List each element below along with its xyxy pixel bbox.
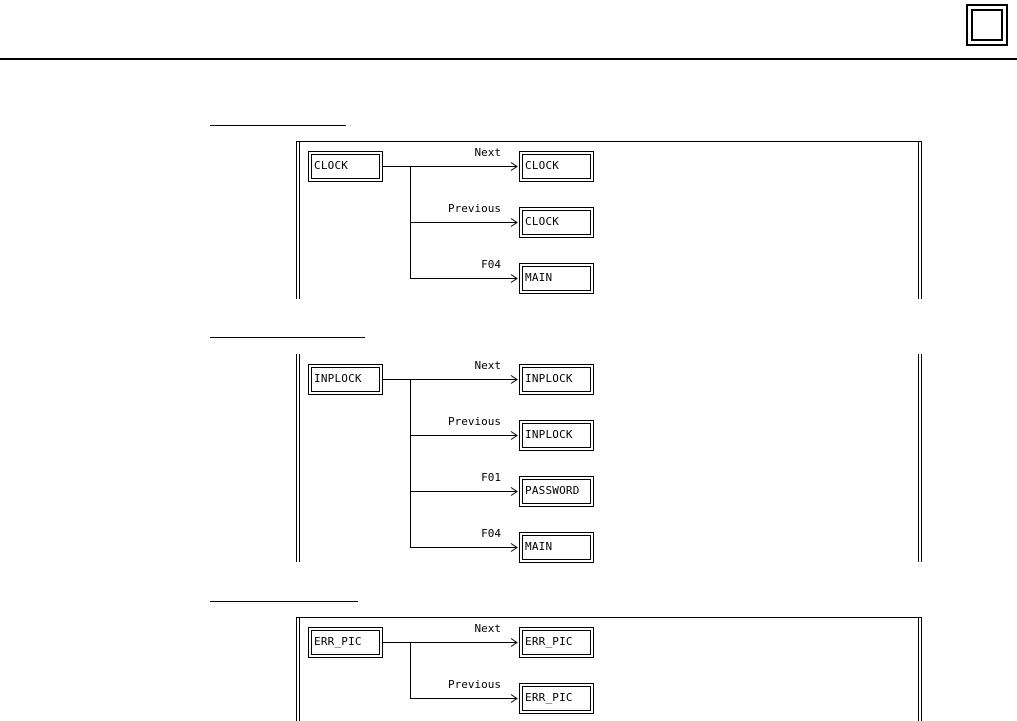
target-picture-box: MAIN: [519, 263, 594, 294]
edge-key-label: F04: [481, 258, 501, 271]
header-rule: [0, 58, 1017, 60]
target-picture-box: CLOCK: [519, 151, 594, 182]
edge-arrowhead: [510, 638, 518, 647]
edge-key-label: Next: [474, 359, 502, 372]
edge-key-label: Previous: [448, 202, 501, 215]
edge-arrowhead: [510, 375, 518, 384]
section-heading-rule-2: [210, 337, 365, 338]
edge-arrowhead: [510, 543, 518, 552]
target-picture-box: PASSWORD: [519, 476, 594, 507]
corner-tab-box: [966, 4, 1008, 46]
edge-arrowhead: [510, 487, 518, 496]
edge-key-label: Previous: [448, 415, 501, 428]
target-picture-box: ERR_PIC: [519, 627, 594, 658]
edge-key-label: Next: [474, 622, 502, 635]
target-picture-box: MAIN: [519, 532, 594, 563]
source-picture-box: INPLOCK: [308, 364, 383, 395]
edge-arrowhead: [510, 274, 518, 283]
edge-arrowhead: [510, 218, 518, 227]
section-heading-rule-1: [210, 125, 346, 126]
section-heading-rule-3: [210, 601, 358, 602]
edge-key-label: F04: [481, 527, 501, 540]
edge-key-label: Next: [474, 146, 502, 159]
diagram-lines: [296, 354, 922, 562]
source-picture-box: CLOCK: [308, 151, 383, 182]
diagram-lines: [296, 141, 922, 299]
target-picture-box: CLOCK: [519, 207, 594, 238]
edge-arrowhead: [510, 162, 518, 171]
target-picture-box: INPLOCK: [519, 364, 594, 395]
diagram-lines: [296, 617, 922, 721]
target-picture-box: ERR_PIC: [519, 683, 594, 714]
edge-key-label: Previous: [448, 678, 501, 691]
edge-arrowhead: [510, 694, 518, 703]
edge-key-label: F01: [481, 471, 501, 484]
target-picture-box: INPLOCK: [519, 420, 594, 451]
source-picture-box: ERR_PIC: [308, 627, 383, 658]
edge-arrowhead: [510, 431, 518, 440]
